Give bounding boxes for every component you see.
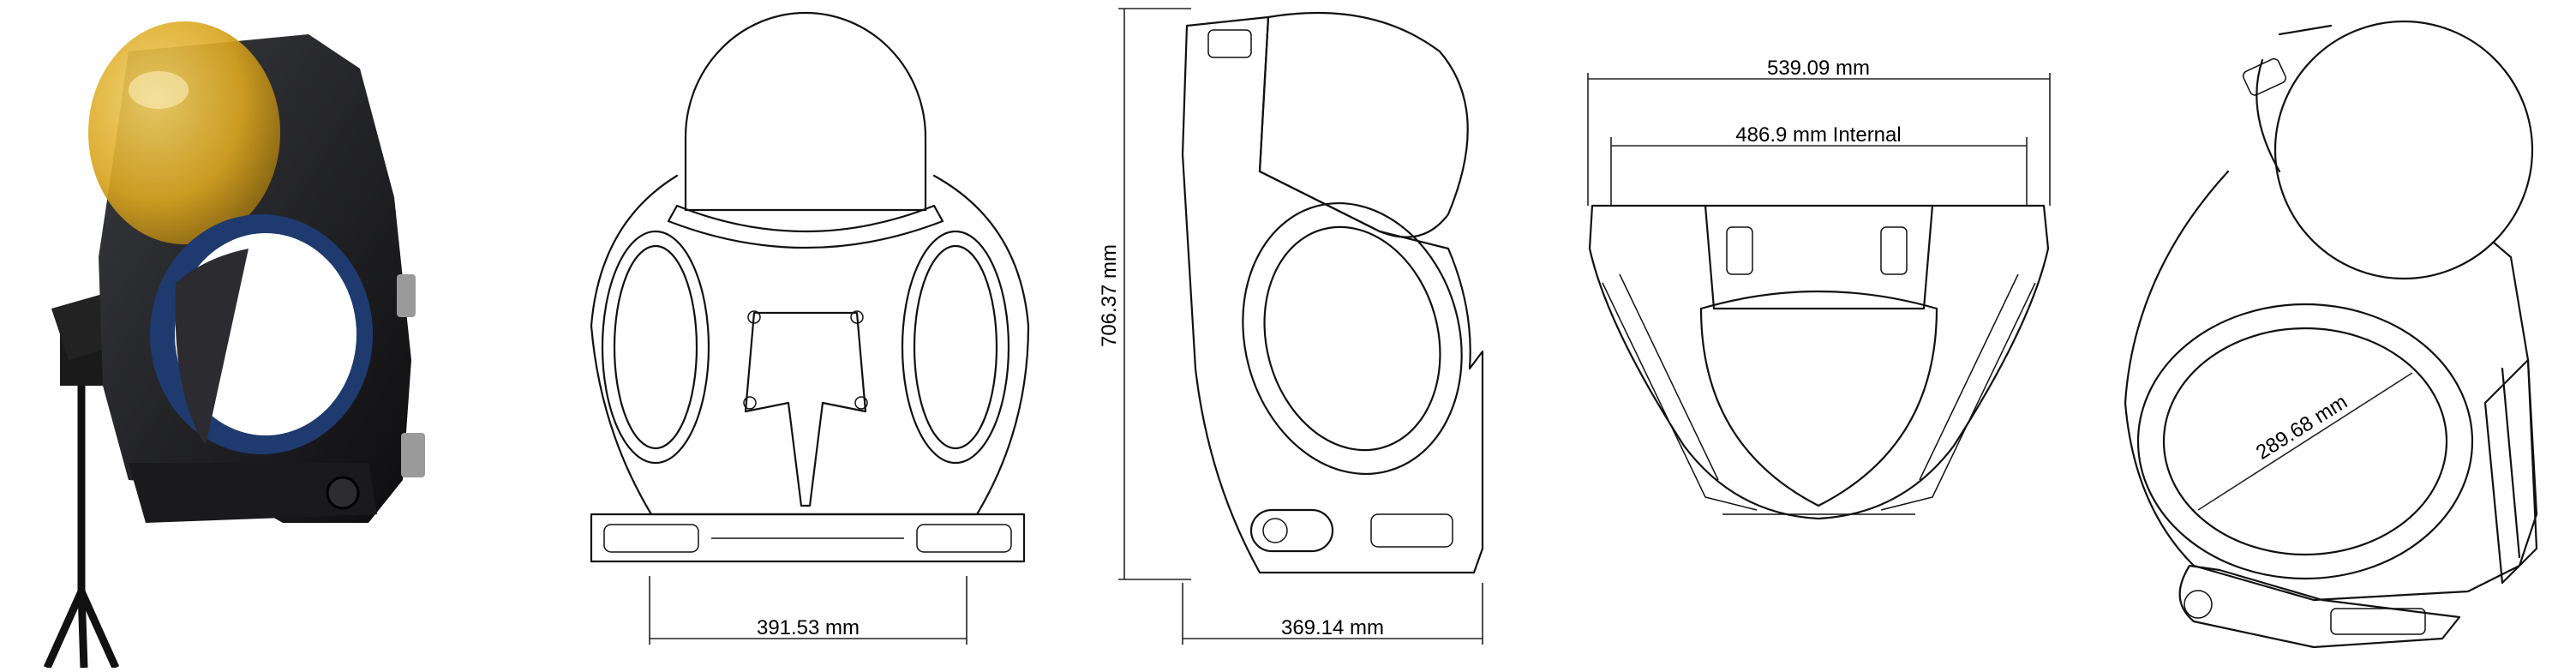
front-view bbox=[590, 11, 1030, 563]
top-outer-width-label: 539.09 mm bbox=[1767, 57, 1870, 80]
iso-base-handle bbox=[2178, 564, 2461, 649]
iso-porthole-diameter-label: 289.68 mm bbox=[2252, 390, 2351, 465]
front-width-label: 391.53 mm bbox=[757, 616, 860, 639]
top-latch-left bbox=[1726, 226, 1753, 275]
iso-dome bbox=[2273, 20, 2534, 280]
side-body-outline bbox=[1181, 15, 1484, 574]
isometric-view: 289.68 mm bbox=[2124, 20, 2538, 649]
side-depth-dimension: 369.14 mm bbox=[1182, 583, 1483, 645]
iso-porthole-diameter-line bbox=[2197, 372, 2413, 511]
top-width-dimensions: 539.09 mm 486.9 mm Internal bbox=[1587, 57, 2051, 206]
top-center-housing bbox=[1704, 204, 1934, 310]
front-rail-slot-right bbox=[916, 524, 1012, 553]
side-latch-lower bbox=[401, 433, 425, 477]
top-strut-left bbox=[1602, 273, 1758, 511]
arm-knob bbox=[326, 476, 360, 510]
front-rail-slot-left bbox=[603, 524, 699, 553]
porthole-interior bbox=[175, 249, 249, 446]
iso-porthole-outer bbox=[2136, 303, 2474, 580]
front-center-mount bbox=[744, 311, 867, 507]
iso-rail-slot bbox=[2330, 608, 2426, 635]
mount-bolt bbox=[743, 396, 757, 410]
iso-top-latch bbox=[2242, 57, 2286, 96]
top-latch-right bbox=[1880, 226, 1908, 275]
rendered-photo-view bbox=[43, 21, 425, 669]
mount-bolt bbox=[747, 310, 761, 324]
front-width-dimension: 391.53 mm bbox=[649, 576, 967, 645]
side-dome bbox=[1258, 11, 1469, 238]
side-depth-label: 369.14 mm bbox=[1281, 616, 1384, 639]
iso-porthole-inner bbox=[2162, 327, 2448, 556]
side-view: 706.37 mm bbox=[1098, 8, 1484, 580]
side-height-label: 706.37 mm bbox=[1098, 244, 1121, 347]
front-dome-collar bbox=[667, 204, 944, 249]
side-latch-upper bbox=[397, 274, 416, 317]
top-dome bbox=[1699, 290, 1938, 507]
side-top-latch bbox=[1207, 29, 1252, 58]
dome-highlight bbox=[129, 71, 189, 109]
front-left-porthole-outer bbox=[601, 230, 710, 465]
front-base-rail bbox=[590, 513, 1026, 563]
front-right-porthole-outer bbox=[901, 230, 1010, 465]
mount-bolt bbox=[850, 310, 864, 324]
side-handle bbox=[1249, 508, 1334, 553]
top-strut-right bbox=[1880, 273, 2036, 511]
golden-visor-dome bbox=[88, 21, 280, 244]
tripod-stand bbox=[43, 369, 120, 669]
iso-dome-collar bbox=[2255, 24, 2333, 173]
front-left-porthole-inner bbox=[613, 244, 698, 450]
side-porthole-outer bbox=[1242, 202, 1463, 475]
mount-bolt bbox=[854, 396, 868, 410]
side-rail-slot bbox=[1370, 513, 1453, 548]
side-porthole-inner bbox=[1263, 225, 1441, 452]
side-height-dimension: 706.37 mm bbox=[1098, 8, 1191, 580]
side-handle-pivot bbox=[1262, 518, 1288, 543]
front-dome bbox=[684, 11, 927, 212]
iso-handle-pivot bbox=[2184, 590, 2213, 619]
front-right-porthole-inner bbox=[913, 244, 998, 450]
iso-side-mount bbox=[2483, 358, 2538, 585]
top-shell-outline bbox=[1588, 204, 2050, 520]
top-view bbox=[1588, 204, 2050, 520]
top-internal-width-label: 486.9 mm Internal bbox=[1735, 123, 1901, 147]
support-arm bbox=[129, 463, 377, 523]
